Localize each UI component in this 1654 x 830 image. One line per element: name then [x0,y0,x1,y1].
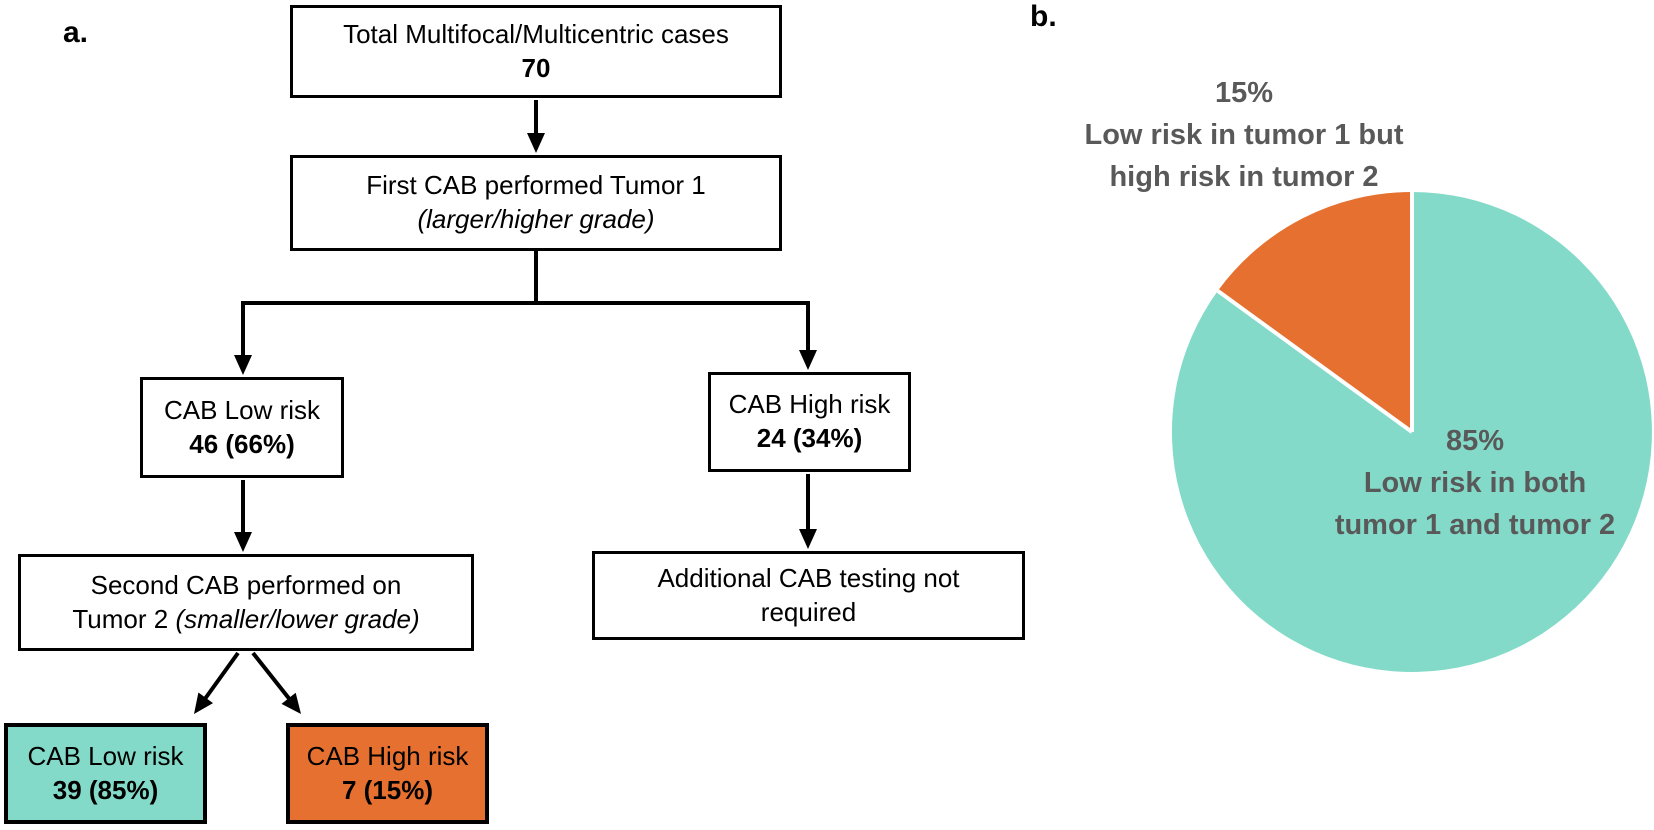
pie-slice-low1-high2 [1217,192,1412,432]
node-cab-low-risk-1-text: CAB Low risk [163,394,321,425]
panel-a-label: a. [63,16,89,49]
pie-annotation-teal: 85% Low risk in both tumor 1 and tumor 2 [1275,420,1654,546]
node-cab-low-risk-1-count: 46 (66%) [189,428,295,459]
node-cab-low-risk-2-text: CAB Low risk [27,740,184,771]
node-no-additional-testing: Additional CAB testing not required [592,551,1025,640]
arrow-line-second-to-high2 [251,651,293,703]
pie-annotation-teal-pct: 85% [1445,425,1505,457]
arrowhead-icon [527,133,545,153]
node-cab-high-risk-2: CAB High risk 7 (15%) [286,723,489,824]
node-second-cab: Second CAB performed on Tumor 2 (smaller… [18,554,474,651]
node-cab-high-risk-1-text: CAB High risk [728,389,891,420]
pie-annotation-orange: 15% Low risk in tumor 1 but high risk in… [1044,72,1444,198]
pie-annotation-teal-l1: Low risk in both [1363,467,1587,500]
panel-b-label: b. [1030,0,1057,33]
node-first-cab-subtext: (larger/higher grade) [417,204,655,234]
node-cab-high-risk-1: CAB High risk 24 (34%) [708,372,911,472]
node-cab-low-risk-2: CAB Low risk 39 (85%) [4,723,207,824]
pie-annotation-teal-l2: tumor 1 and tumor 2 [1334,509,1616,542]
arrowhead-icon [281,692,301,714]
arrowhead-icon [234,355,252,375]
node-second-cab-subtext-normal: Tumor 2 [72,603,176,634]
pie-slice-divider [1216,289,1414,434]
arrowhead-icon [234,532,252,552]
node-first-cab-text: First CAB performed Tumor 1 [366,170,706,201]
pie-annotation-orange-l1: Low risk in tumor 1 but [1084,119,1404,152]
node-total-cases: Total Multifocal/Multicentric cases 70 [290,5,782,98]
node-cab-high-risk-2-count: 7 (15%) [341,774,434,805]
node-cab-high-risk-2-text: CAB High risk [306,740,469,771]
node-total-cases-text: Total Multifocal/Multicentric cases [343,18,729,49]
node-second-cab-text: Second CAB performed on [90,569,402,600]
node-second-cab-subtext: Tumor 2 (smaller/lower grade) [72,603,419,637]
arrow-line-second-to-low2 [200,651,240,705]
node-cab-low-risk-1: CAB Low risk 46 (66%) [140,377,344,478]
pie-annotation-orange-pct: 15% [1214,77,1274,109]
connector-tee [243,251,808,305]
node-no-additional-testing-text2: required [760,596,857,627]
node-cab-high-risk-1-count: 24 (34%) [756,423,863,453]
node-cab-low-risk-2-count: 39 (85%) [52,774,159,805]
node-no-additional-testing-text1: Additional CAB testing not [657,562,960,593]
arrowhead-icon [799,350,817,370]
arrowhead-icon [799,529,817,549]
pie-annotation-orange-l2: high risk in tumor 2 [1109,161,1379,194]
node-total-cases-count: 70 [521,52,551,83]
arrowhead-icon [194,692,213,714]
node-first-cab: First CAB performed Tumor 1 (larger/high… [290,155,782,251]
node-second-cab-subtext-italic: (smaller/lower grade) [175,603,420,634]
